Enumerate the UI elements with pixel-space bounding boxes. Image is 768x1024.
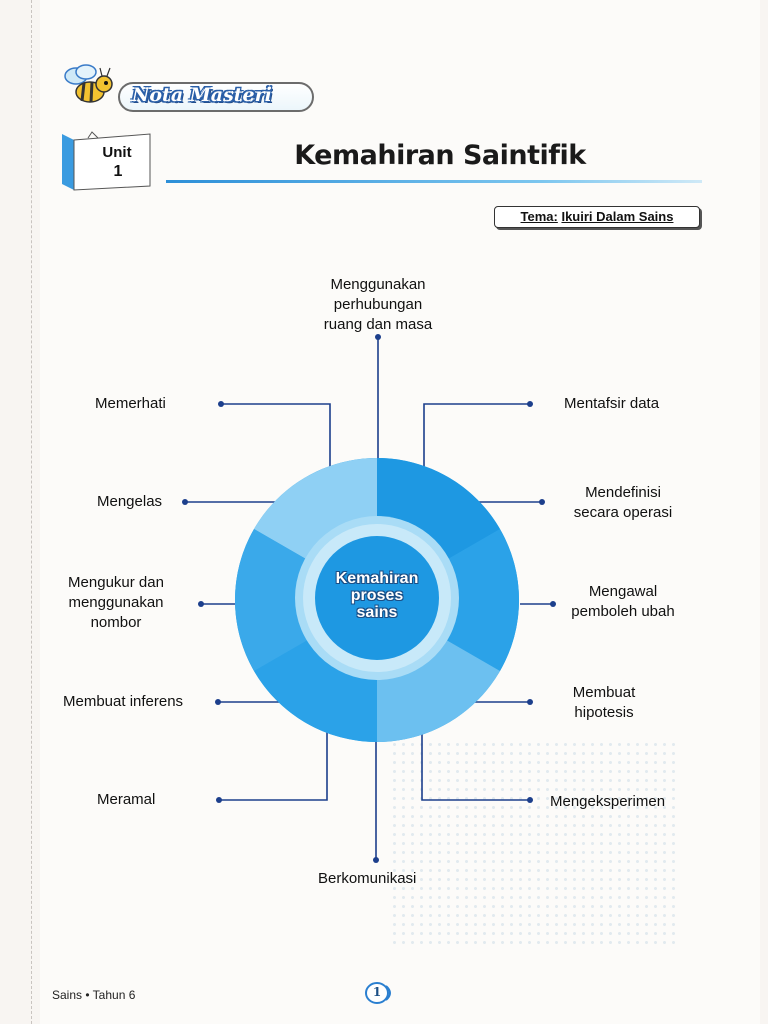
unit-tab-icon	[62, 131, 151, 191]
dot-mengukur	[198, 601, 204, 607]
skill-label-ruang-masa: Menggunakan perhubungan ruang dan masa	[300, 275, 456, 335]
dot-memerhati	[218, 401, 224, 407]
connector-meramal	[219, 726, 328, 801]
nota-masteri-text: Nota Masteri	[132, 84, 272, 106]
skill-label-mentafsir: Mentafsir data	[564, 395, 660, 412]
wheel-center-label: Kemahiran proses sains	[307, 570, 447, 621]
dot-inferens	[215, 699, 221, 705]
connector-mengeksperimen	[421, 728, 530, 801]
page-number: 1	[372, 985, 382, 999]
dot-hipotesis	[527, 699, 533, 705]
connector-mentafsir	[423, 403, 530, 470]
skill-line: menggunakan	[68, 594, 164, 611]
skill-line: Menggunakan	[330, 276, 426, 293]
skill-label-mengawal: Mengawal pemboleh ubah	[556, 582, 690, 622]
dot-top	[375, 334, 381, 340]
skill-label-mengelas: Mengelas	[97, 493, 163, 510]
inner-core	[315, 536, 439, 660]
skill-label-mendefinisi: Mendefinisi secara operasi	[556, 483, 690, 523]
dot-mentafsir	[527, 401, 533, 407]
skill-line: secara operasi	[573, 504, 673, 521]
connector-memerhati	[221, 403, 331, 474]
dot-mengelas	[182, 499, 188, 505]
skill-line: Membuat	[572, 684, 636, 701]
page-title: Kemahiran Saintifik	[294, 140, 586, 171]
skill-line: perhubungan	[333, 296, 423, 313]
unit-label: Unit	[102, 144, 132, 161]
unit-number: 1	[113, 163, 123, 180]
dot-mengawal	[550, 601, 556, 607]
theme-value: Ikuiri Dalam Sains	[561, 209, 674, 224]
skill-line: ruang dan masa	[323, 316, 433, 333]
center-line-1: Kemahiran	[335, 570, 419, 587]
theme-tag: Tema: Ikuiri Dalam Sains	[494, 206, 700, 228]
center-line-2: proses	[350, 587, 404, 604]
skill-line: pemboleh ubah	[571, 603, 675, 620]
nota-masteri-banner	[118, 82, 314, 112]
bee-mascot-icon	[64, 64, 113, 103]
skill-line: hipotesis	[574, 704, 634, 721]
dot-mengeksperimen	[527, 797, 533, 803]
page-number-badge	[365, 982, 391, 1004]
skill-label-mengukur: Mengukur dan menggunakan nombor	[60, 573, 172, 633]
dot-mendefinisi	[539, 499, 545, 505]
title-underline	[166, 180, 702, 183]
skill-label-hipotesis: Membuat hipotesis	[558, 683, 650, 723]
dot-meramal	[216, 797, 222, 803]
skill-label-mengeksperimen: Mengeksperimen	[550, 793, 666, 810]
skill-line: Mengukur dan	[68, 574, 164, 591]
dot-berkomunikasi	[373, 857, 379, 863]
skill-line: Mendefinisi	[585, 484, 661, 501]
skill-line: Mengawal	[588, 583, 658, 600]
footer-book-title: Sains • Tahun 6	[52, 988, 136, 1002]
skill-label-berkomunikasi: Berkomunikasi	[318, 870, 417, 887]
skill-label-meramal: Meramal	[97, 791, 156, 808]
center-line-3: sains	[356, 604, 398, 621]
skill-line: nombor	[90, 614, 142, 631]
page-spine	[31, 0, 32, 1024]
skill-label-inferens: Membuat inferens	[63, 693, 184, 710]
skill-label-memerhati: Memerhati	[95, 395, 166, 412]
theme-prefix: Tema:	[520, 209, 558, 224]
dot-pattern-decoration	[390, 740, 680, 950]
